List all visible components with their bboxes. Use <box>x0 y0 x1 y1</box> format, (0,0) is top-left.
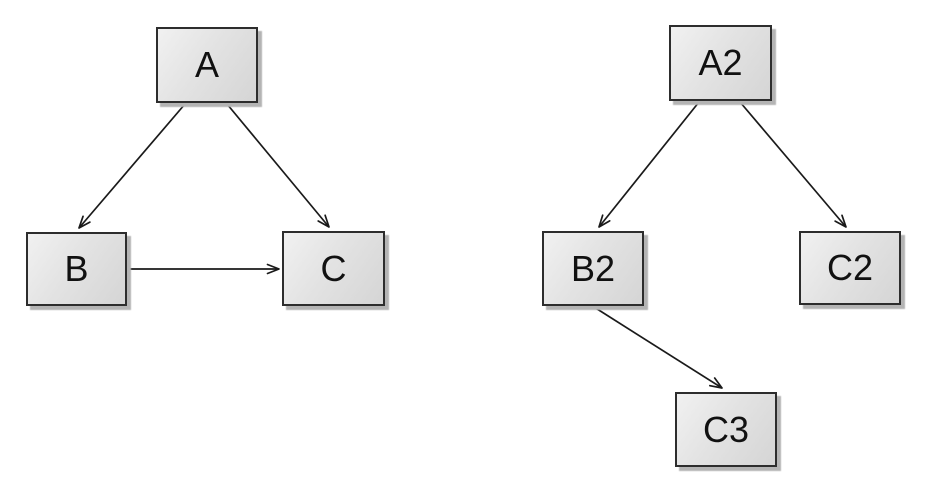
edge-A-to-C <box>226 103 330 228</box>
right-graph-edges <box>593 101 847 389</box>
node-A[interactable]: A <box>156 27 258 103</box>
node-C3[interactable]: C3 <box>675 392 777 467</box>
node-label: A <box>194 44 219 85</box>
node-label: C2 <box>826 247 874 288</box>
node-C[interactable]: C <box>282 231 385 306</box>
node-label: A2 <box>698 42 743 83</box>
node-label: B2 <box>570 247 616 289</box>
edge-B2-to-C3 <box>593 306 723 389</box>
node-C2[interactable]: C2 <box>799 231 901 305</box>
edge-A-to-B <box>78 103 186 229</box>
node-label: B <box>64 248 89 289</box>
left-graph-edges <box>78 103 330 275</box>
node-label: C <box>320 247 347 289</box>
node-B2[interactable]: B2 <box>542 231 644 306</box>
node-B[interactable]: B <box>26 232 127 306</box>
edge-A2-to-B2 <box>598 101 700 228</box>
node-A2[interactable]: A2 <box>669 25 772 101</box>
edge-A2-to-C2 <box>739 101 847 228</box>
node-label: C3 <box>702 408 750 450</box>
